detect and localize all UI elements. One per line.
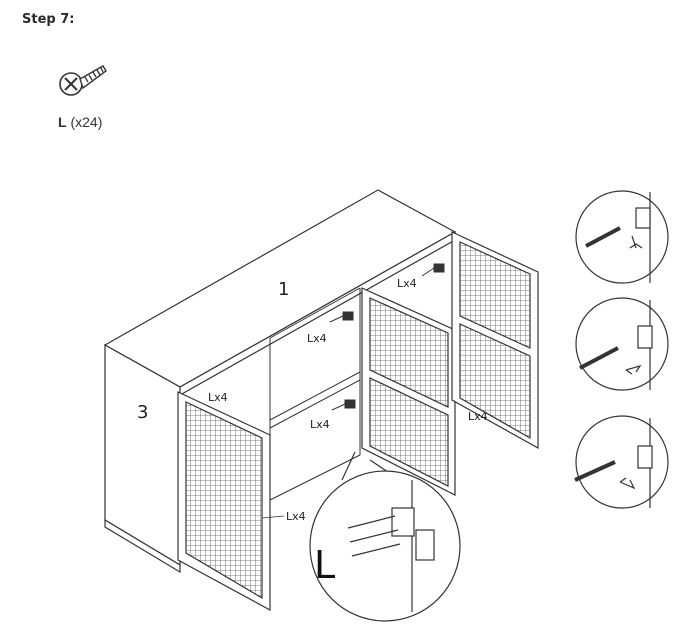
part-quantity: (x24) bbox=[70, 114, 103, 130]
part-caption: L (x24) bbox=[58, 114, 102, 130]
adjust-detail-3 bbox=[574, 415, 669, 509]
hinge-detail-circle bbox=[309, 451, 461, 622]
hinge-marks bbox=[329, 263, 445, 411]
screw-icon bbox=[55, 58, 115, 108]
detail-letter: L bbox=[314, 543, 335, 587]
label-lx4-right-bottom: Lx4 bbox=[468, 410, 488, 423]
label-lx4-top-right: Lx4 bbox=[397, 277, 417, 290]
door-middle bbox=[361, 287, 456, 496]
door-right bbox=[451, 231, 539, 450]
label-lx4-middle-bottom: Lx4 bbox=[310, 418, 330, 431]
part-letter: L bbox=[58, 114, 67, 130]
label-lx4-middle-top: Lx4 bbox=[307, 332, 327, 345]
side-panel bbox=[104, 343, 181, 574]
label-lx4-left-top: Lx4 bbox=[208, 391, 228, 404]
label-lx4-left-bottom: Lx4 bbox=[286, 510, 306, 523]
adjust-detail-2 bbox=[575, 297, 669, 391]
label-panel-side: 3 bbox=[137, 402, 148, 423]
adjust-detail-1 bbox=[575, 190, 669, 284]
label-panel-top: 1 bbox=[278, 279, 289, 300]
door-left bbox=[177, 391, 271, 612]
step-title: Step 7: bbox=[22, 12, 75, 27]
